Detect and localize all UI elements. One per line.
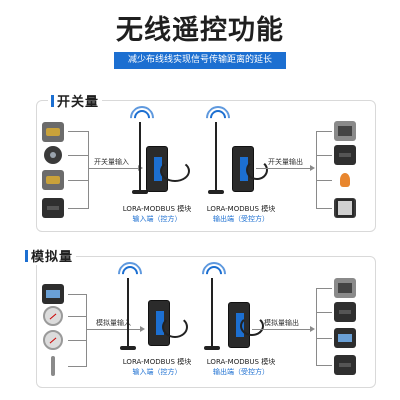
output-arrow-line <box>256 168 312 169</box>
antenna-icon <box>139 122 141 192</box>
antenna-base-icon <box>204 346 220 350</box>
input-arrow-line <box>86 329 142 330</box>
arrow-right-icon <box>140 326 145 332</box>
connector-line <box>68 180 88 181</box>
controller-icon <box>334 302 356 322</box>
input-label: 模拟量输入 <box>96 319 131 327</box>
dial-gauge-icon <box>43 330 63 350</box>
connector-line <box>68 340 86 341</box>
connector-line <box>68 155 88 156</box>
connector-line <box>316 131 332 132</box>
connector-line <box>316 208 332 209</box>
bracket-line <box>316 131 317 209</box>
antenna-icon <box>211 278 213 348</box>
connector-line <box>316 180 332 181</box>
cable-icon <box>162 316 188 338</box>
connector-line <box>316 312 332 313</box>
connector-line <box>316 155 332 156</box>
right-device-role: 输出端（受控方） <box>213 368 269 376</box>
section-marker <box>25 250 28 262</box>
right-device-model: LORA-MODBUS 模块 <box>206 205 276 213</box>
pressure-gauge-icon <box>43 306 63 326</box>
antenna-base-icon <box>120 346 136 350</box>
actuator-icon <box>334 278 356 298</box>
temperature-probe-icon <box>42 356 64 376</box>
connector-line <box>68 366 86 367</box>
solenoid-valve-icon <box>42 122 64 142</box>
switch-box-icon <box>42 198 64 218</box>
left-device-role: 输入端（控方） <box>132 368 182 376</box>
connector-line <box>68 316 86 317</box>
connector-line <box>68 294 86 295</box>
page-title: 无线遥控功能 <box>116 15 284 46</box>
cable-icon <box>160 160 190 182</box>
bracket-line <box>86 294 87 367</box>
digital-io-panel <box>36 100 376 232</box>
left-device-model: LORA-MODBUS 模块 <box>122 205 192 213</box>
drive-unit-icon <box>334 355 356 375</box>
section-marker <box>51 95 54 107</box>
left-device-model: LORA-MODBUS 模块 <box>122 358 192 366</box>
output-arrow-line <box>252 329 312 330</box>
brass-valve-icon <box>42 170 64 190</box>
section-label-text: 模拟量 <box>31 250 74 265</box>
antenna-base-icon <box>208 190 224 194</box>
analog-io-panel <box>36 256 376 388</box>
section-label-text: 开关量 <box>57 95 100 110</box>
subtitle-banner: 减少布线线实现信号传输距离的延长 <box>114 52 286 69</box>
connector-line <box>316 288 332 289</box>
output-label: 开关量输出 <box>268 158 303 166</box>
input-arrow-line <box>88 168 140 169</box>
contactor-icon <box>334 198 356 218</box>
connector-line <box>316 338 332 339</box>
antenna-icon <box>127 278 129 348</box>
output-label: 模拟量输出 <box>264 319 299 327</box>
antenna-icon <box>215 122 217 192</box>
arrow-right-icon <box>310 165 315 171</box>
bracket-line <box>316 288 317 366</box>
cable-icon <box>240 316 264 336</box>
connector-line <box>316 365 332 366</box>
bracket-line <box>88 131 89 209</box>
sensor-knob-icon <box>44 146 62 164</box>
relay-icon <box>334 121 356 141</box>
right-device-model: LORA-MODBUS 模块 <box>206 358 276 366</box>
solid-state-relay-icon <box>334 145 356 165</box>
flow-meter-icon <box>42 284 64 304</box>
right-device-role: 输出端（受控方） <box>213 215 269 223</box>
connector-line <box>68 208 88 209</box>
cable-icon <box>246 160 268 180</box>
antenna-base-icon <box>132 190 148 194</box>
section-label-digital: 开关量 <box>48 91 103 110</box>
input-label: 开关量输入 <box>94 158 129 166</box>
warning-lamp-icon <box>334 170 356 190</box>
left-device-role: 输入端（控方） <box>132 215 182 223</box>
section-label-analog: 模拟量 <box>22 246 77 265</box>
arrow-right-icon <box>310 326 315 332</box>
connector-line <box>68 131 88 132</box>
display-meter-icon <box>334 328 356 348</box>
